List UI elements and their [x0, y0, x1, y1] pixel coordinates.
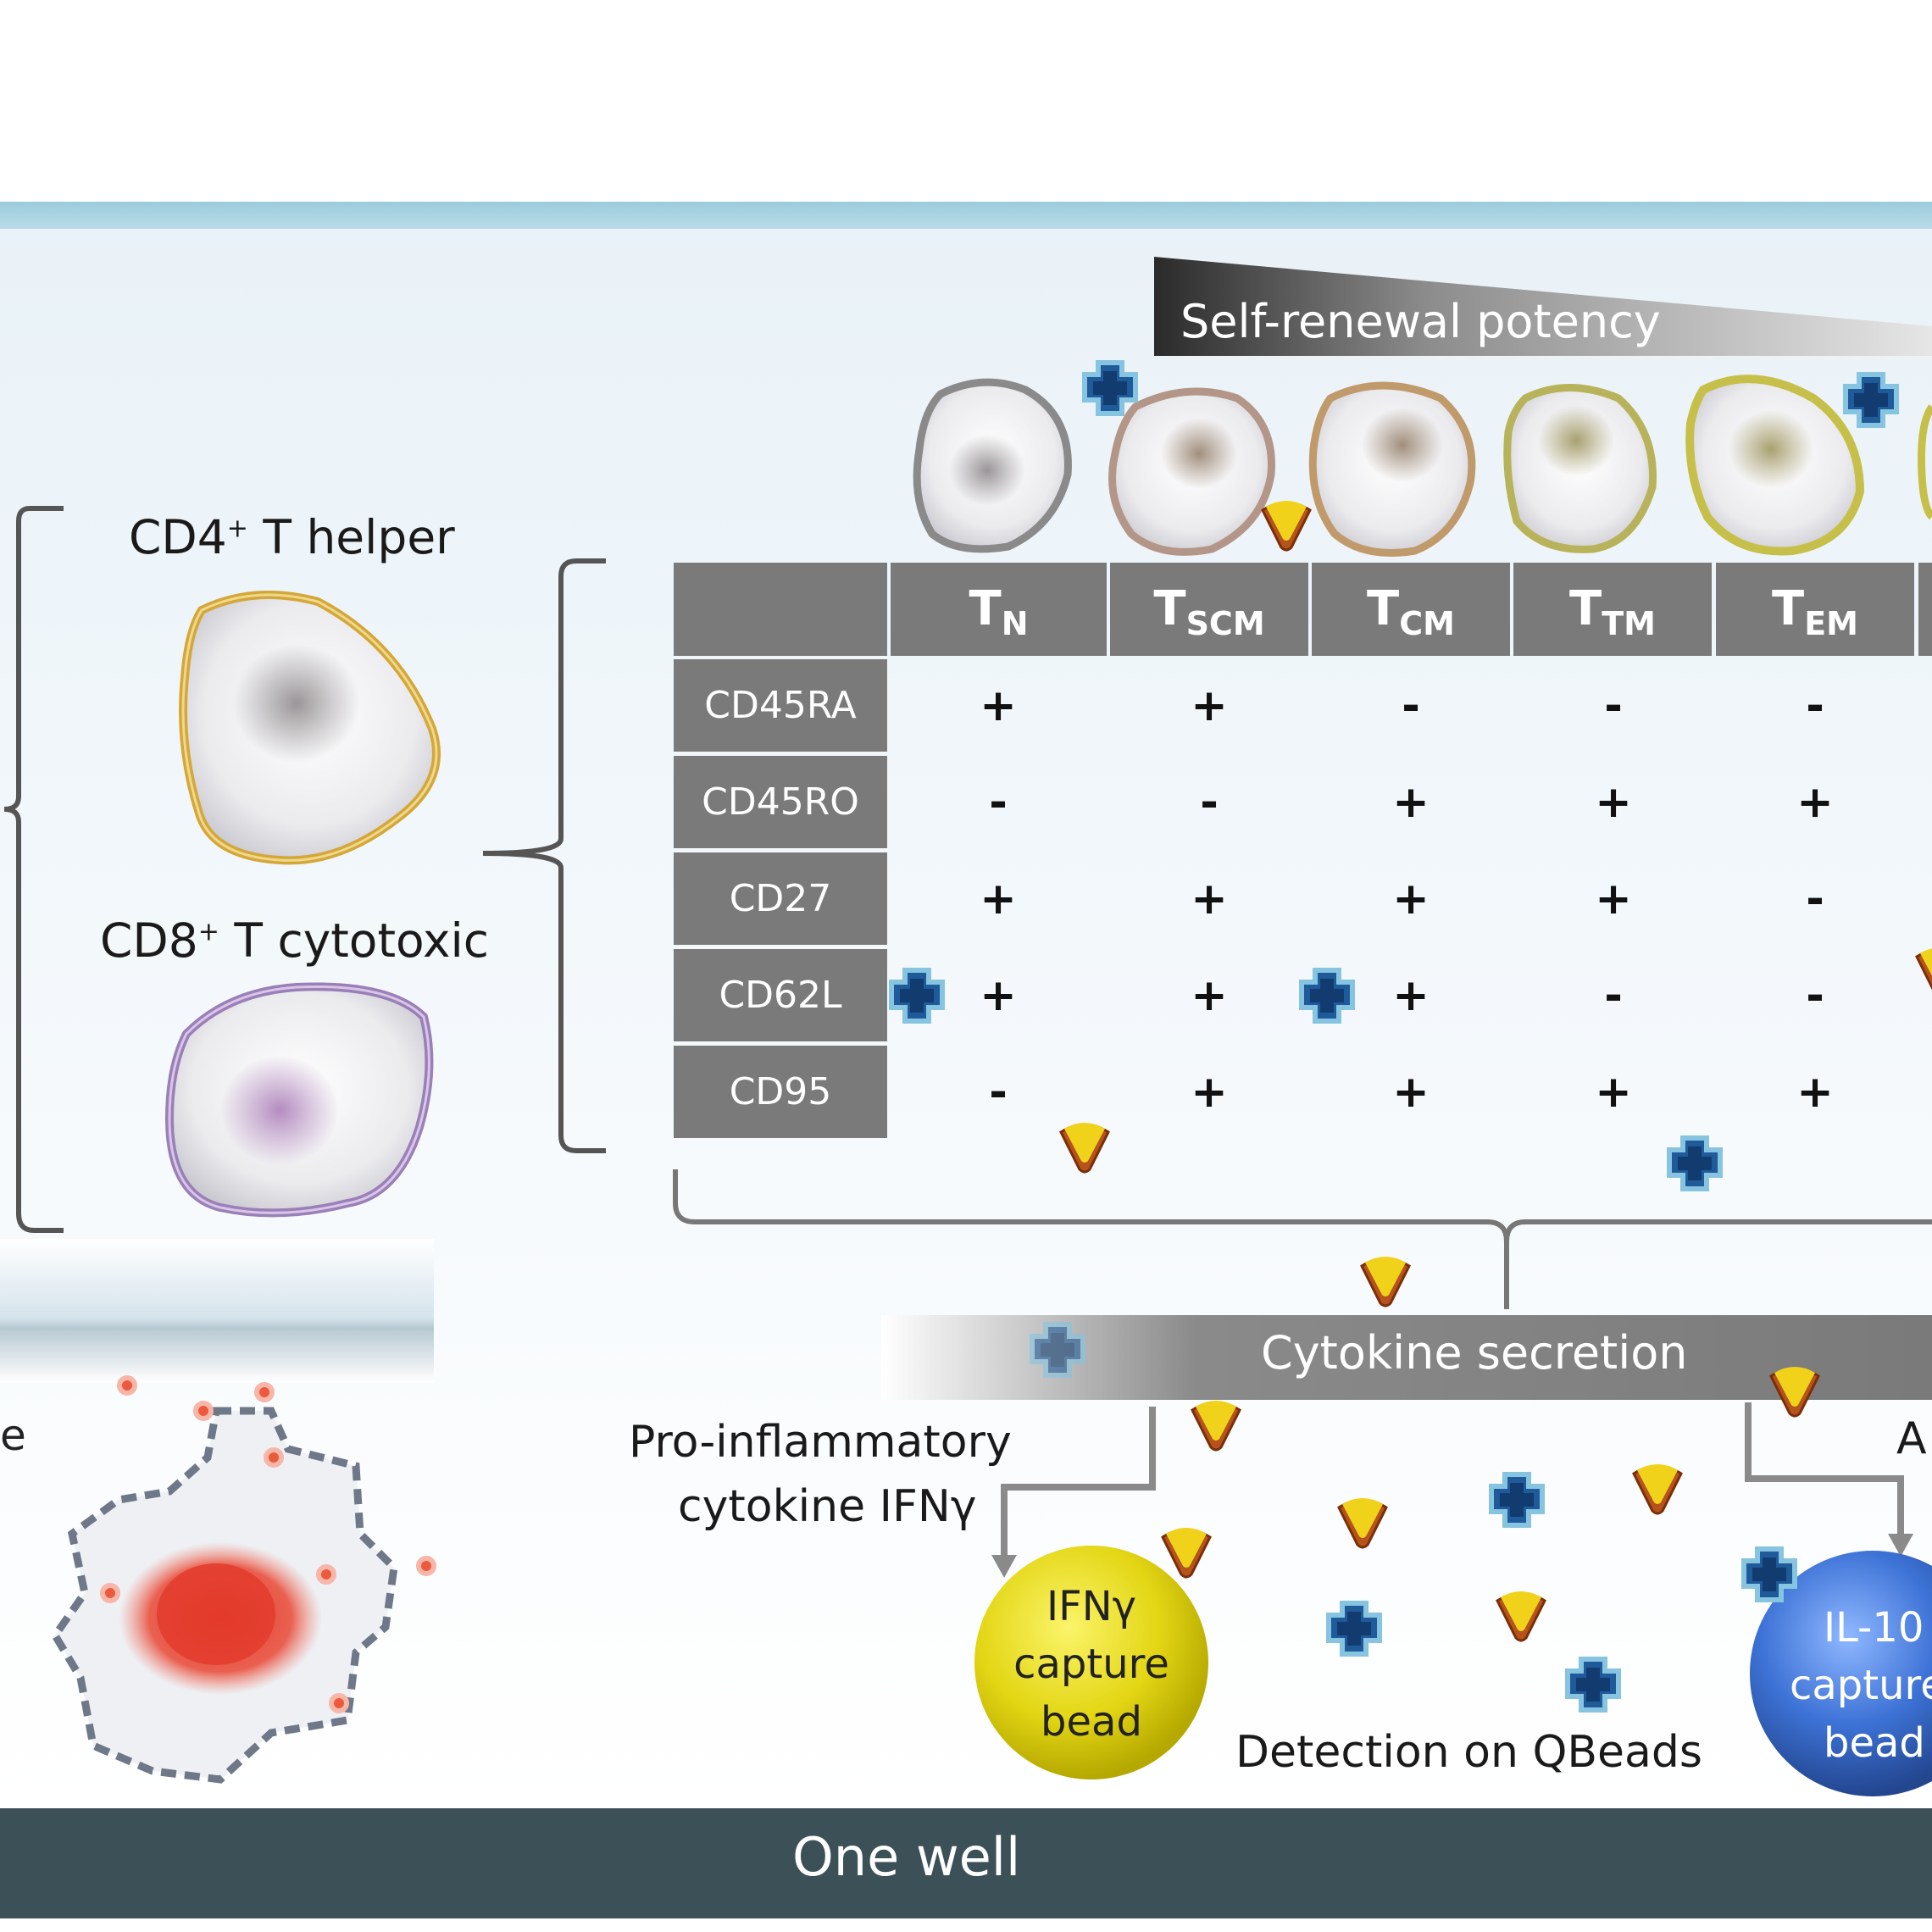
il10-bead-text: IL-10 capture bead: [1779, 1599, 1932, 1772]
marker-cell: +: [1392, 1067, 1430, 1118]
marker-cell: +: [1392, 777, 1430, 828]
marker-cell: -: [1806, 680, 1824, 731]
marker-cell: +: [1595, 874, 1632, 924]
column-header-partial: [1918, 563, 1932, 656]
marker-cell: +: [980, 680, 1017, 731]
self-renewal-label: Self-renewal potency: [1180, 295, 1661, 348]
column-header-3: TTM: [1513, 563, 1712, 656]
bottom-bar: [0, 1808, 1932, 1918]
marker-cell: +: [1796, 1067, 1834, 1118]
row-header-cd27: CD27: [674, 852, 887, 945]
il10-bead-line2: capture: [1790, 1662, 1932, 1709]
cd4-suffix: T helper: [247, 510, 455, 564]
subset-cell-tscm: [1108, 387, 1275, 556]
pro-inflammatory-line2: cytokine IFNγ: [678, 1481, 977, 1532]
marker-cell: +: [1191, 680, 1228, 731]
ifng-bead: [974, 1546, 1208, 1779]
column-header-sub: CM: [1399, 605, 1455, 642]
marker-cell: +: [1191, 1067, 1228, 1118]
ifng-arrow-line: [1001, 1407, 1156, 1559]
subset-cell-ttm: [1503, 384, 1657, 553]
il10-arrowhead: [1888, 1534, 1913, 1557]
one-well-label: One well: [792, 1826, 1021, 1888]
column-header-main: T: [1772, 581, 1805, 636]
ifng-bead-line2: capture: [1013, 1641, 1169, 1688]
marker-cell: -: [1806, 874, 1824, 924]
column-header-0: TN: [891, 563, 1107, 656]
column-header-main: T: [1569, 581, 1602, 636]
cd4-sup: +: [226, 514, 248, 544]
tumor-cell: [50, 1407, 398, 1784]
self-renewal-wedge: [1154, 257, 1932, 356]
row-header-cd95: CD95: [674, 1046, 887, 1138]
cd4-cell: [179, 591, 441, 865]
column-header-4: TEM: [1716, 563, 1914, 656]
cytokine-secretion-label: Cytokine secretion: [1261, 1326, 1688, 1380]
row-header-cd45ra: CD45RA: [674, 659, 887, 752]
marker-cell: -: [1604, 970, 1623, 1021]
marker-cell: +: [1392, 970, 1430, 1021]
marker-cell: -: [1604, 680, 1623, 731]
marker-cell: -: [1806, 970, 1824, 1021]
row-header-cd45ro: CD45RO: [674, 756, 887, 848]
marker-cell: +: [1595, 777, 1632, 828]
il10-arrow-line: [1745, 1402, 1904, 1538]
il10-bead-line1: IL-10: [1824, 1604, 1924, 1652]
column-header-sub: EM: [1804, 605, 1858, 642]
anti-inflammatory-cut: A: [1896, 1413, 1927, 1464]
subset-cell-tcm: [1308, 381, 1476, 557]
row-header-cd62l: CD62L: [674, 949, 887, 1041]
ifng-bead-text: IFNγ capture bead: [974, 1578, 1208, 1751]
cd8-prefix: CD8: [100, 913, 198, 968]
middle-bracket: [482, 558, 606, 1153]
table-brace: [673, 1169, 1932, 1309]
subset-cell-tem: [1685, 375, 1865, 556]
cd8-label: CD8+ T cytotoxic: [100, 913, 489, 968]
cd8-cell: [164, 982, 434, 1218]
left-outer-bracket: [3, 506, 64, 1233]
il10-bead-line3: bead: [1824, 1719, 1925, 1767]
detection-label: Detection on QBeads: [1235, 1727, 1703, 1778]
marker-cell: +: [1392, 874, 1430, 924]
column-header-2: TCM: [1312, 563, 1510, 656]
marker-cell: +: [1191, 874, 1228, 924]
column-header-sub: SCM: [1185, 605, 1265, 642]
top-band: [0, 202, 1932, 229]
marker-cell: -: [1200, 777, 1219, 828]
column-header-main: T: [1367, 581, 1400, 636]
subset-cell-tn: [913, 378, 1072, 553]
column-header-main: T: [1153, 581, 1186, 636]
marker-cell: +: [1595, 1067, 1632, 1118]
marker-cell: -: [989, 1067, 1008, 1118]
marker-cell: -: [1402, 680, 1420, 731]
cd8-sup: +: [197, 917, 219, 947]
cd8-suffix: T cytotoxic: [219, 913, 490, 968]
marker-cell: +: [1796, 777, 1834, 828]
table-corner-cell: [674, 563, 887, 656]
marker-cell: +: [980, 970, 1017, 1021]
subset-cell-partial: [1918, 404, 1932, 520]
il10-bead: [1750, 1551, 1932, 1796]
column-header-main: T: [969, 581, 1002, 636]
ifng-bead-line1: IFNγ: [1046, 1583, 1137, 1630]
pro-inflammatory-line1: Pro-inflammatory: [629, 1417, 1012, 1468]
cd4-prefix: CD4: [129, 510, 227, 564]
marker-cell: +: [1191, 970, 1228, 1021]
cd4-label: CD4+ T helper: [129, 510, 455, 564]
column-header-sub: TM: [1602, 605, 1656, 642]
marker-cell: +: [980, 874, 1017, 924]
tumor-dots: [100, 1375, 436, 1713]
marker-cell: -: [989, 777, 1008, 828]
ifng-arrowhead: [991, 1555, 1017, 1578]
left-cut-text: e: [0, 1411, 26, 1460]
column-header-1: TSCM: [1110, 563, 1308, 656]
ifng-bead-line3: bead: [1041, 1698, 1142, 1746]
column-header-sub: N: [1001, 605, 1029, 642]
middle-band: [0, 1239, 434, 1383]
